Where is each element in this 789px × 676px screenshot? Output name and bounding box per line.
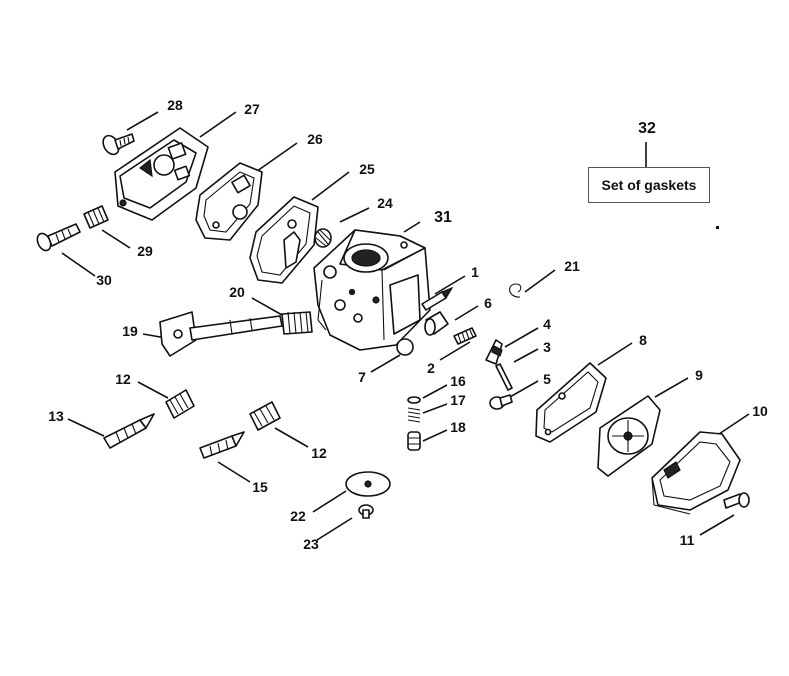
callout-part-32: 32	[638, 120, 656, 137]
callout-part-5: 5	[543, 371, 551, 387]
callout-part-10: 10	[752, 403, 768, 419]
callout-part-24: 24	[377, 195, 393, 211]
callout-part-30: 30	[96, 272, 112, 288]
gasket-set-label: Set of gaskets	[601, 177, 697, 193]
gasket-part-26	[195, 162, 263, 241]
callout-part-11: 11	[680, 532, 695, 548]
idle-screw-part-13	[103, 413, 155, 449]
callout-part-31: 31	[434, 209, 452, 226]
lever-part-4	[485, 339, 503, 365]
callout-part-23: 23	[303, 536, 319, 552]
metering-diaphragm-part-9	[597, 395, 661, 477]
callout-part-12-right: 12	[311, 445, 327, 461]
callout-part-7: 7	[358, 369, 366, 385]
callout-part-20: 20	[229, 284, 245, 300]
gasket-part-8	[535, 362, 607, 443]
screen-part-24	[314, 228, 332, 248]
gasket-set-box: Set of gaskets	[588, 167, 710, 203]
screw-part-30	[36, 223, 81, 252]
callout-part-15: 15	[252, 479, 268, 495]
callout-part-4: 4	[543, 316, 551, 332]
spring-part-17	[407, 407, 421, 423]
carburetor-body-part-31	[313, 229, 431, 351]
screw-part-5	[489, 394, 513, 410]
diaphragm-part-25	[249, 196, 319, 284]
stray-dot-mark	[716, 226, 719, 229]
callout-part-13: 13	[48, 408, 64, 424]
callout-part-22: 22	[290, 508, 306, 524]
spring-part-2	[453, 327, 477, 345]
callout-part-26: 26	[307, 131, 323, 147]
callout-part-6: 6	[484, 295, 492, 311]
spring-part-12-left	[165, 389, 195, 419]
leader-lines	[61, 111, 750, 541]
spring-part-20	[281, 311, 313, 335]
ball-part-7	[396, 338, 414, 356]
throttle-shaft-part-19	[159, 311, 283, 357]
mixture-screw-part-15	[199, 431, 245, 459]
callout-numbers: 1 2 3 4 5 6 7 8 9 10 11 12 12 13 15 16 1…	[48, 97, 768, 552]
callout-part-1: 1	[471, 264, 479, 280]
pump-cover-part-27	[114, 127, 209, 221]
screw-part-23	[358, 504, 374, 519]
spring-part-29	[83, 205, 109, 229]
callout-part-27: 27	[244, 101, 260, 117]
screw-part-28	[102, 133, 135, 156]
disc-part-22	[345, 471, 391, 497]
clip-part-21	[509, 283, 522, 298]
callout-part-28: 28	[167, 97, 183, 113]
screw-part-11	[723, 492, 750, 509]
callout-part-8: 8	[639, 332, 647, 348]
inlet-needle-part-1	[421, 286, 454, 311]
callout-part-2: 2	[427, 360, 435, 376]
callout-part-29: 29	[137, 243, 153, 259]
callout-part-18: 18	[450, 419, 466, 435]
callout-part-3: 3	[543, 339, 551, 355]
callout-part-21: 21	[564, 258, 580, 274]
callout-part-17: 17	[450, 392, 466, 408]
plug-part-6	[424, 311, 449, 336]
washer-part-16	[407, 396, 421, 404]
cover-part-10	[651, 431, 741, 515]
callout-part-12-left: 12	[115, 371, 131, 387]
callout-part-16: 16	[450, 373, 466, 389]
pin-part-3	[495, 363, 513, 391]
spring-part-12-right	[249, 401, 281, 431]
valve-part-18	[407, 431, 421, 451]
callout-part-19: 19	[122, 323, 138, 339]
callout-part-25: 25	[359, 161, 375, 177]
callout-part-9: 9	[695, 367, 703, 383]
